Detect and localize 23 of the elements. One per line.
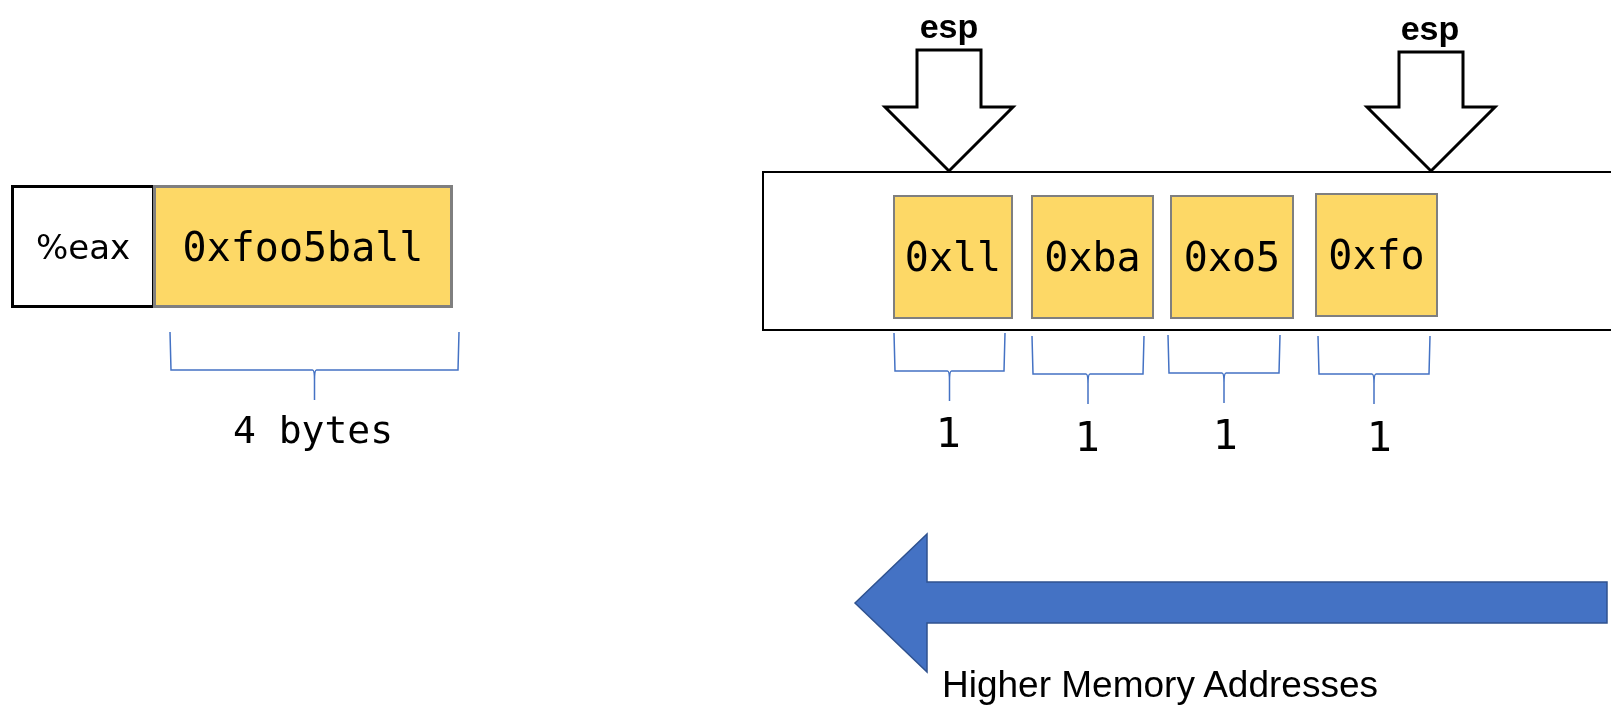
pointer-label: esp	[1380, 6, 1480, 50]
pointer-label: esp	[899, 4, 999, 48]
hex-value: 0xfo	[1328, 232, 1425, 278]
value-box	[153, 185, 453, 308]
hex-value: 0xll	[904, 234, 1002, 280]
register-box	[11, 185, 155, 308]
size-label: 4 bytes	[232, 408, 394, 452]
block-arrow	[881, 48, 1017, 174]
size-label: 1	[936, 410, 962, 456]
hex-value: 0xba	[1044, 234, 1141, 280]
byte-box	[893, 195, 1013, 319]
memory-strip	[762, 171, 1611, 331]
byte-box	[1170, 195, 1294, 319]
byte-box	[1031, 195, 1154, 319]
hex-value: 0xo5	[1183, 234, 1281, 280]
size-label: 1	[1075, 414, 1101, 460]
size-label: 1	[1367, 414, 1393, 460]
block-arrow	[1363, 50, 1499, 174]
register-name: %eax	[35, 226, 131, 267]
byte-box	[1315, 193, 1438, 317]
direction-caption: Higher Memory Addresses	[942, 664, 1378, 706]
size-label: 1	[1213, 412, 1239, 458]
hex-value: 0xfoo5ball	[182, 223, 424, 270]
